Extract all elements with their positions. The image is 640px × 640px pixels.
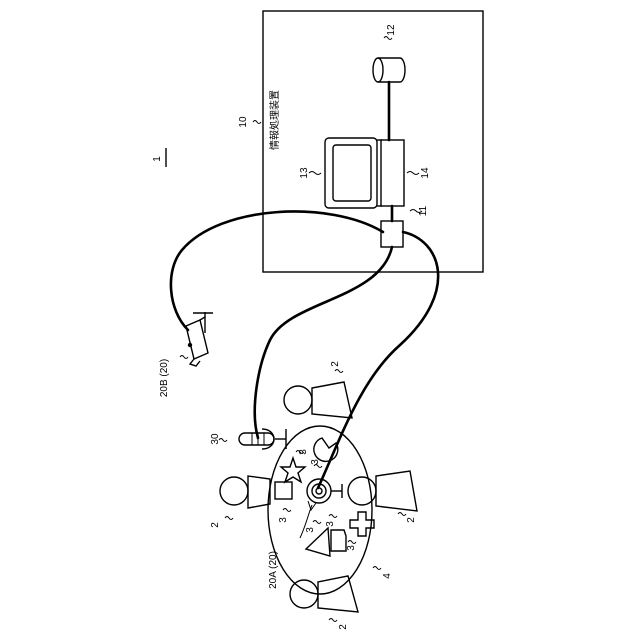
label-object-star: 3	[298, 449, 309, 455]
leader-2-right	[398, 513, 406, 516]
microphone-icon	[239, 429, 286, 449]
label-person-bottom: 2	[338, 624, 349, 630]
label-object-tray: 3	[325, 521, 336, 527]
leader-14	[407, 172, 419, 175]
computer-icon	[325, 138, 382, 208]
leader-2-top	[335, 370, 343, 373]
leader-2-left	[225, 517, 233, 520]
label-camera-table: 20A (20)	[268, 551, 279, 589]
label-computer: 13	[299, 167, 310, 179]
leader-13	[309, 172, 321, 175]
label-camera-top: 20B (20)	[159, 359, 170, 397]
label-person-left: 2	[210, 522, 221, 528]
leader-20b	[180, 356, 188, 359]
leader-12	[384, 37, 392, 40]
camera-top-cable	[171, 211, 383, 330]
label-microphone: 30	[210, 433, 221, 445]
table-camera-icon	[307, 479, 342, 503]
label-unit: 14	[420, 167, 431, 179]
label-apparatus-name: 情報処理装置	[268, 90, 281, 150]
leader-3-cross	[348, 541, 356, 544]
person-right-icon	[348, 471, 417, 511]
label-object-crescent: 3	[310, 459, 321, 465]
label-person-right: 2	[406, 517, 417, 523]
label-object-triangle: 3	[305, 527, 316, 533]
camera-top-icon	[186, 312, 213, 366]
label-table: 4	[382, 573, 393, 579]
label-system: 1	[152, 156, 163, 162]
tray-object-icon	[331, 530, 346, 551]
star-object-icon	[281, 458, 305, 482]
leader-3-tray	[329, 515, 337, 518]
database-icon	[373, 58, 405, 82]
processing-unit-box	[381, 140, 404, 206]
label-apparatus-number: 10	[238, 116, 249, 128]
label-database: 12	[386, 24, 397, 36]
leader-2-bottom	[329, 619, 337, 622]
person-left-icon	[220, 476, 270, 508]
label-object-cross: 3	[346, 545, 357, 551]
leader-10	[253, 121, 261, 124]
square-object-icon	[275, 482, 292, 499]
apparatus-box	[263, 11, 483, 272]
leader-3-triangle	[313, 521, 321, 524]
interface-box	[381, 221, 403, 247]
leader-3-square	[283, 509, 291, 512]
label-interface: 11	[418, 205, 429, 216]
microphone-cable	[255, 247, 392, 438]
leader-4	[373, 567, 381, 570]
label-object-square: 3	[278, 517, 289, 523]
person-top-icon	[284, 382, 352, 418]
label-person-top: 2	[330, 361, 341, 367]
